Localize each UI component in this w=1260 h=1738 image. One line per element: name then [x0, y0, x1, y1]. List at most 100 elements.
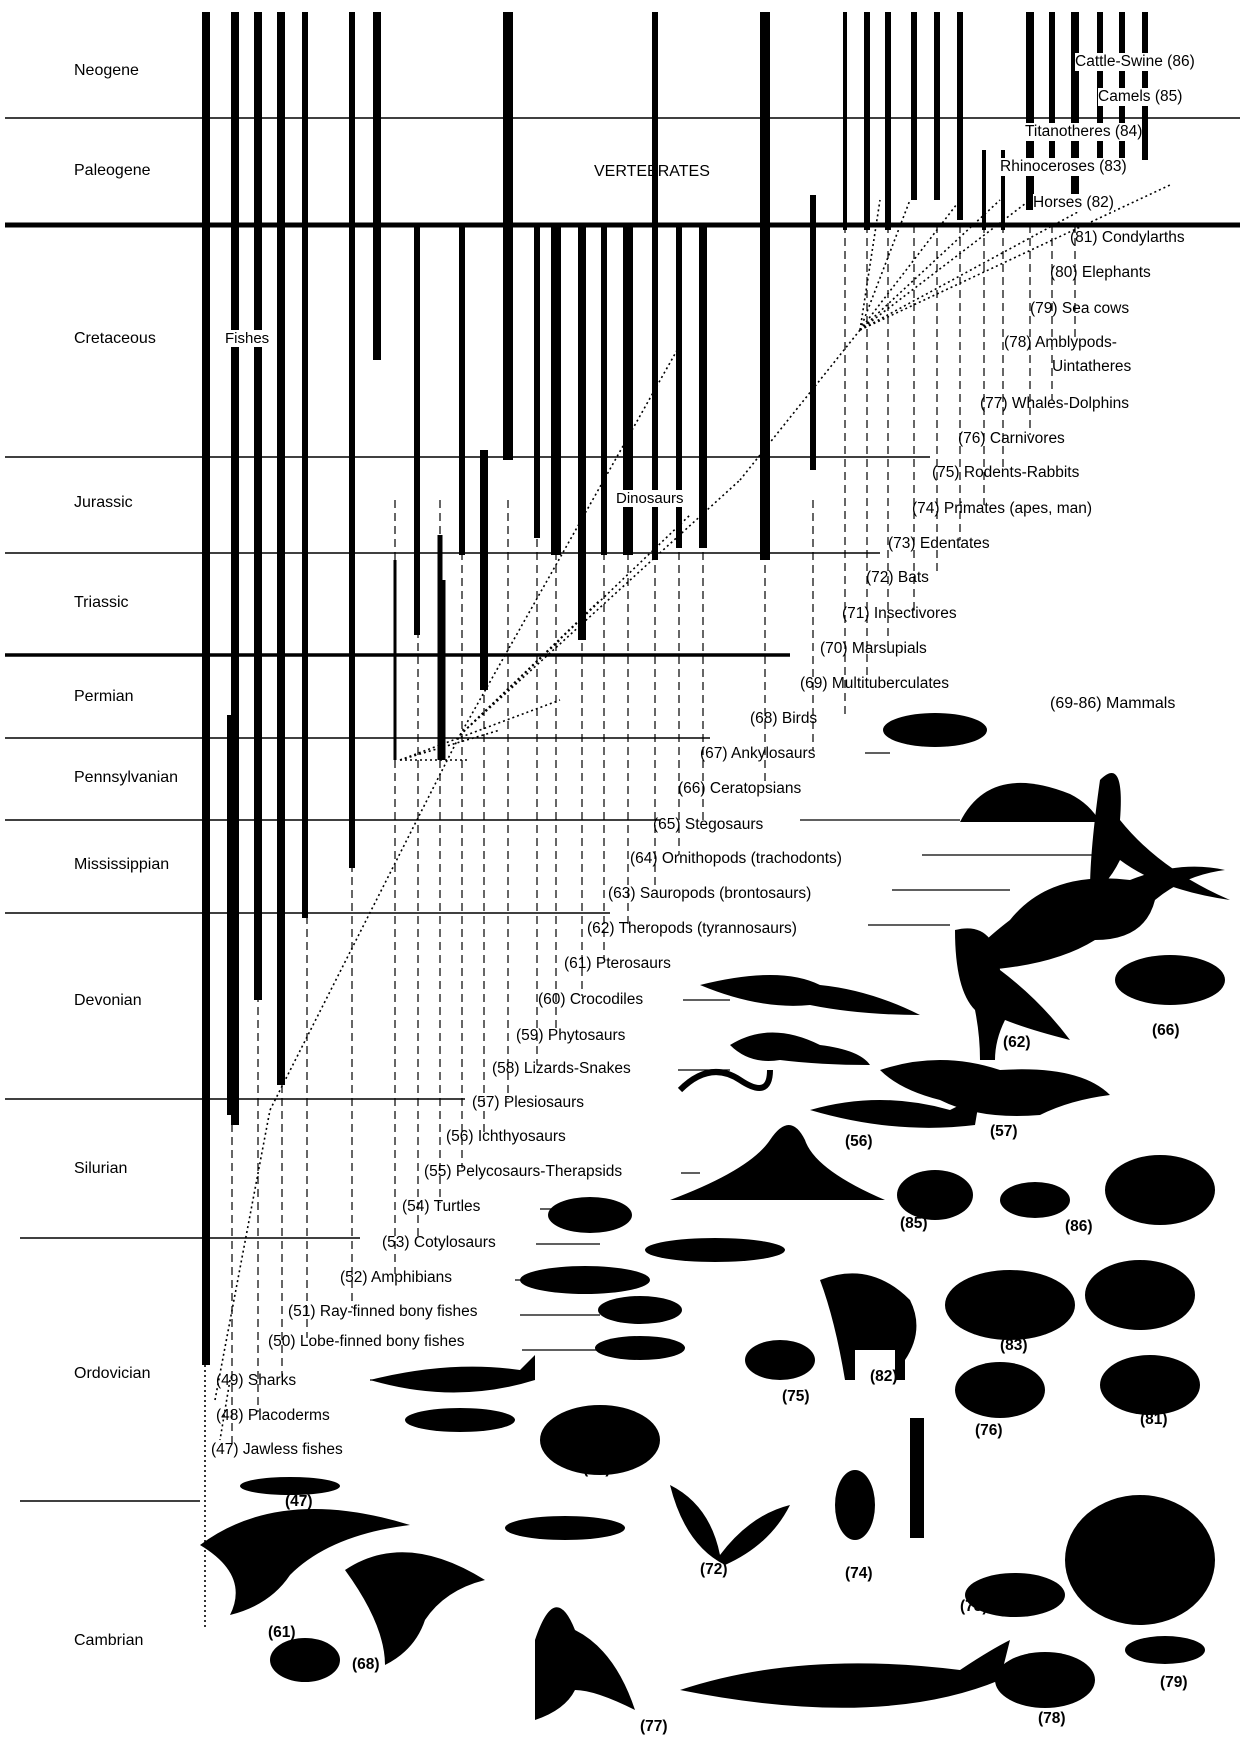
taxon-75: (75) Rodents-Rabbits [932, 464, 1079, 482]
taxon-61: (61) Pterosaurs [564, 955, 671, 973]
taxon-52: (52) Amphibians [340, 1269, 452, 1287]
taxon-55: (55) Pelycosaurs-Therapsids [424, 1163, 622, 1181]
silhouette-tapir [1000, 1182, 1070, 1218]
taxon-68: (68) Birds [750, 710, 817, 728]
figure-tag: (73) [583, 1460, 611, 1478]
taxon-48: (48) Placoderms [216, 1407, 330, 1425]
taxon-63: (63) Sauropods (brontosaurs) [608, 885, 811, 903]
silhouette-placoderm [405, 1408, 515, 1432]
taxon-85: Camels (85) [1098, 88, 1182, 106]
taxon-70: (70) Marsupials [820, 640, 927, 658]
figure-tag: (83) [1000, 1337, 1028, 1355]
figure-tag: (68) [352, 1656, 380, 1674]
dotted-connector [215, 1110, 270, 1400]
figure-tag: (79) [1160, 1674, 1188, 1692]
figure-tag: (77) [640, 1718, 668, 1736]
taxon-47: (47) Jawless fishes [211, 1441, 343, 1459]
lineage-bars [206, 12, 1145, 1365]
taxon-50: (50) Lobe-finned bony fishes [268, 1333, 464, 1351]
silhouette-ray-finned-fish [598, 1296, 682, 1324]
figure-tag: (66) [1152, 1022, 1180, 1040]
taxon-49: (49) Sharks [216, 1372, 296, 1390]
silhouette-insectivore [505, 1516, 625, 1540]
silhouette-shark [370, 1355, 535, 1393]
dotted-connector [400, 730, 500, 760]
period-cambrian: Cambrian [74, 1632, 143, 1650]
silhouette-primate [835, 1470, 875, 1540]
figure-tag: (81) [1140, 1411, 1168, 1429]
silhouette-lizard [730, 1033, 870, 1066]
dotted-connector [460, 345, 680, 735]
taxon-83: Rhinoceroses (83) [1000, 158, 1127, 176]
figure-tag: (85) [900, 1215, 928, 1233]
taxon-82: Horses (82) [1033, 194, 1114, 212]
figure-tag: (57) [990, 1123, 1018, 1141]
period-cretaceous: Cretaceous [74, 330, 156, 348]
taxon-79: (79) Sea cows [1030, 300, 1129, 318]
taxon-76: (76) Carnivores [958, 430, 1065, 448]
figure-tag: (72) [700, 1561, 728, 1579]
taxon-73: (73) Edentates [888, 535, 990, 553]
silhouette-ankylosaur [883, 713, 987, 747]
figure-tag: (75) [782, 1388, 810, 1406]
silhouette-bat [670, 1485, 790, 1565]
silhouette-uintathere [995, 1652, 1095, 1708]
taxon-60: (60) Crocodiles [538, 991, 643, 1009]
figure-tag: (62) [1003, 1034, 1031, 1052]
period-triassic: Triassic [74, 594, 129, 612]
figure-tag: (47) [285, 1493, 313, 1511]
silhouette-rodent [745, 1340, 815, 1380]
dotted-connector [860, 200, 960, 330]
silhouette-amphibian [520, 1266, 650, 1294]
taxon-78: (78) Amblypods- [1004, 334, 1117, 352]
taxon-56: (56) Ichthyosaurs [446, 1128, 566, 1146]
period-mississippian: Mississippian [74, 856, 169, 874]
figure-tag: (74) [845, 1565, 873, 1583]
taxon-51: (51) Ray-finned bony fishes [288, 1303, 478, 1321]
taxon-53: (53) Cotylosaurs [382, 1234, 496, 1252]
silhouette-condylarth [1100, 1355, 1200, 1415]
taxon-81: (81) Condylarths [1070, 229, 1185, 247]
silhouette-ceratopsian [1115, 955, 1225, 1005]
silhouette-whale [680, 1640, 1010, 1708]
taxon-59: (59) Phytosaurs [516, 1027, 625, 1045]
period-neogene: Neogene [74, 62, 139, 80]
period-silurian: Silurian [74, 1160, 127, 1178]
silhouette-horse [820, 1273, 916, 1380]
taxon-74: (74) Primates (apes, man) [912, 500, 1092, 518]
period-ordovician: Ordovician [74, 1365, 150, 1383]
figure-tag: (56) [845, 1133, 873, 1151]
period-pennsylvanian: Pennsylvanian [74, 769, 178, 787]
silhouette-turtle [548, 1197, 632, 1233]
taxon-66: (66) Ceratopsians [678, 780, 801, 798]
figure-tag: (76) [975, 1422, 1003, 1440]
period-jurassic: Jurassic [74, 494, 133, 512]
silhouette-bird-ground [270, 1638, 340, 1682]
taxon-71: (71) Insectivores [842, 605, 957, 623]
silhouette-mammoth [1065, 1495, 1215, 1625]
silhouette-cotylosaur [645, 1238, 785, 1262]
figure-tag: (86) [1065, 1218, 1093, 1236]
taxon-78-line2: Uintatheres [1052, 358, 1131, 376]
taxon-80: (80) Elephants [1050, 264, 1151, 282]
taxon-69: (69) Multituberculates [800, 675, 949, 693]
silhouette-kangaroo [535, 1607, 635, 1720]
silhouette-bird-flying [345, 1552, 485, 1665]
mammals-label: (69-86) Mammals [1050, 695, 1175, 713]
taxon-84: Titanotheres (84) [1025, 123, 1142, 141]
silhouette-bison [1105, 1155, 1215, 1225]
taxon-62: (62) Theropods (tyrannosaurs) [587, 920, 797, 938]
taxon-65: (65) Stegosaurs [653, 816, 763, 834]
silhouette-titanothere [1085, 1260, 1195, 1330]
taxon-64: (64) Ornithopods (trachodonts) [630, 850, 842, 868]
figure-tag: (82) [870, 1368, 898, 1386]
silhouette-snake [680, 1070, 770, 1090]
dotted-connector [460, 480, 740, 735]
figure-tag: (80) [1150, 1598, 1178, 1616]
dinosaurs-label: Dinosaurs [616, 490, 684, 507]
silhouette-sea-cow [1125, 1636, 1205, 1664]
fishes-label: Fishes [225, 330, 269, 347]
period-permian: Permian [74, 688, 134, 706]
